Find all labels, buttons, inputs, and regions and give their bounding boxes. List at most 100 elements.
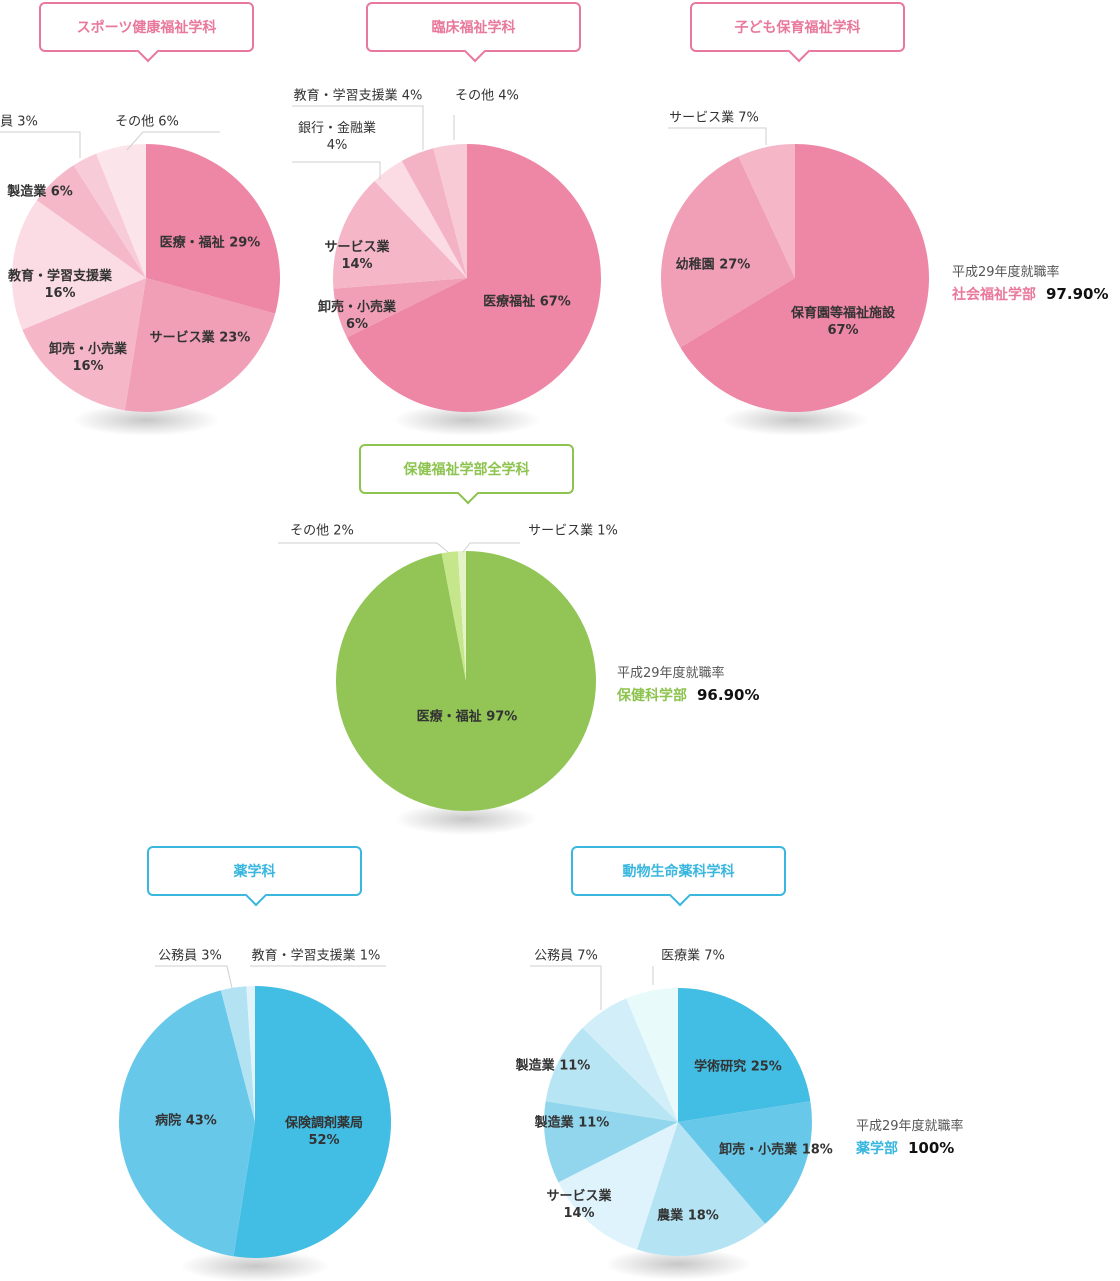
slice-label: 医療福祉 67%	[483, 294, 571, 310]
rate-value: 97.90%	[1046, 285, 1109, 303]
slice-label: 製造業 11%	[515, 1058, 591, 1074]
pie-shadow	[180, 1250, 330, 1281]
pie-slice	[678, 1101, 812, 1224]
slice-label: 医療・福祉 97%	[417, 709, 518, 725]
badge-health-all: 保健福祉学部全学科	[359, 444, 574, 505]
pie-slice	[220, 986, 255, 1122]
leader-line	[0, 131, 81, 158]
leader-line	[668, 127, 767, 145]
rate-value: 96.90%	[697, 686, 760, 704]
rate-label: 平成29年度就職率	[617, 666, 725, 681]
leader-line	[292, 105, 424, 150]
pie-slice	[374, 160, 467, 278]
pie-slice	[333, 278, 467, 338]
slice-label: サービス業 1%	[528, 523, 618, 539]
slice-label: その他 2%	[290, 524, 354, 539]
slice-label: 公務員 3%	[158, 949, 222, 964]
badge-child: 子ども保育福祉学科	[690, 2, 905, 63]
pie-slice	[678, 988, 811, 1122]
pie-shadow	[393, 404, 541, 436]
rate-health: 平成29年度就職率 保健科学部 96.90%	[617, 662, 759, 705]
pie-shadow	[721, 404, 869, 436]
slice-label: サービス業 7%	[669, 110, 759, 126]
rate-value: 100%	[908, 1139, 955, 1157]
slice-label: 製造業 6%	[6, 184, 73, 200]
badge-label: 薬学科	[233, 864, 276, 880]
rate-label: 平成29年度就職率	[952, 265, 1060, 280]
badge-label: 臨床福祉学科	[431, 20, 516, 36]
leader-line	[278, 542, 449, 553]
slice-label: その他 4%	[455, 89, 519, 104]
leader-line	[530, 965, 602, 1010]
rate-social: 平成29年度就職率 社会福祉学部 97.90%	[952, 261, 1108, 304]
slice-label: 病院 43%	[155, 1113, 217, 1129]
badge-label: 保健福祉学部全学科	[403, 462, 530, 478]
slice-label: 製造業 11%	[534, 1115, 610, 1131]
pie-slice	[545, 1027, 678, 1122]
pie-slice	[558, 1122, 678, 1250]
leader-line	[155, 965, 233, 989]
pie-slice	[146, 144, 280, 314]
pie-slice	[346, 144, 602, 412]
badge-pharmacy: 薬学科	[147, 846, 362, 907]
pie-slice	[441, 551, 466, 681]
pie-slice	[626, 988, 678, 1122]
pie-slice	[661, 156, 795, 348]
pie-slice	[335, 551, 596, 811]
slice-label: 卸売・小売業 18%	[719, 1142, 833, 1158]
pie-slice	[246, 985, 255, 1122]
badge-clinical: 臨床福祉学科	[366, 2, 581, 63]
slice-label: 教育・学習支援業 4%	[294, 88, 423, 104]
slice-label: 教育・学習支援業 1%	[252, 948, 381, 964]
pie-shadow	[394, 803, 538, 835]
leader-line	[126, 131, 220, 151]
pie-slice	[636, 1122, 766, 1257]
slice-label: 医療業 7%	[661, 948, 725, 964]
slice-label: 公務員 7%	[534, 949, 598, 964]
pie-slice	[73, 153, 146, 278]
slice-label: 農業 18%	[657, 1208, 719, 1224]
pie-shadow	[604, 1248, 752, 1280]
pie-slice	[96, 144, 146, 278]
pie-slice	[401, 148, 467, 278]
slice-label: サービス業 23%	[150, 330, 251, 346]
pie-slice	[738, 144, 795, 278]
pie-slice	[433, 144, 467, 278]
pie-shadow	[72, 404, 220, 436]
pie-slice	[22, 278, 146, 411]
pie-slice	[680, 144, 930, 412]
badge-label: スポーツ健康福祉学科	[76, 20, 217, 36]
pie-slice	[544, 1101, 678, 1183]
pie-chart-3: 医療・福祉 97% その他 2% サービス業 1%	[278, 523, 618, 835]
pie-slice	[457, 551, 466, 681]
badge-label: 子ども保育福祉学科	[734, 20, 861, 36]
pie-slice	[124, 278, 276, 413]
badge-sports: スポーツ健康福祉学科	[39, 2, 254, 63]
rate-faculty: 保健科学部	[617, 688, 687, 704]
slice-label: 幼稚園 27%	[676, 257, 751, 273]
pie-slice	[233, 986, 392, 1258]
slice-label: 学術研究 25%	[694, 1059, 782, 1075]
pie-slice	[11, 200, 146, 330]
badge-label: 動物生命薬科学科	[622, 864, 735, 880]
slice-label: その他 6%	[115, 115, 179, 130]
rate-faculty: 社会福祉学部	[952, 287, 1036, 303]
rate-label: 平成29年度就職率	[856, 1119, 964, 1134]
leader-line	[292, 161, 381, 180]
slice-label: 公務員 3%	[0, 115, 38, 130]
badge-animal: 動物生命薬科学科	[571, 846, 786, 907]
